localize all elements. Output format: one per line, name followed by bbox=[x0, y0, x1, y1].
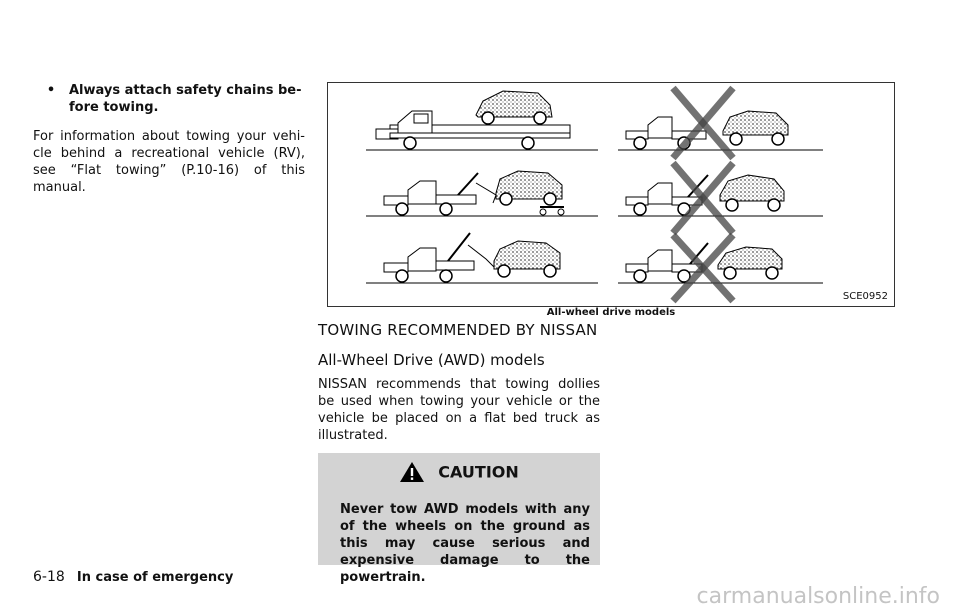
caution-header: CAUTION bbox=[318, 461, 600, 483]
footer-section-title: In case of emergency bbox=[76, 570, 234, 585]
left-column: • Always attach safety chains be-fore to… bbox=[33, 82, 305, 196]
page-number: 6-18 bbox=[33, 569, 65, 585]
caution-box: CAUTION Never tow AWD models with any of… bbox=[318, 453, 600, 585]
caution-text: Never tow AWD models with any of the whe… bbox=[340, 502, 590, 585]
page-footer: 6-18 In case of emergency bbox=[33, 569, 233, 585]
section-heading: TOWING RECOMMENDED BY NISSAN bbox=[318, 321, 598, 339]
not-recommended-tow-2-icon bbox=[618, 160, 823, 236]
towing-figure: SCE0952 bbox=[327, 82, 895, 307]
section-body: NISSAN recommends that towing dollies be… bbox=[318, 377, 600, 443]
watermark: carmanualsonline.info bbox=[696, 584, 940, 609]
not-recommended-tow-3-icon bbox=[618, 232, 823, 304]
wheel-lift-truck-icon bbox=[366, 232, 598, 284]
flatbed-truck-icon bbox=[366, 110, 598, 151]
figure-caption: All-wheel drive models bbox=[546, 307, 676, 318]
warning-icon bbox=[400, 462, 425, 482]
figure-code: SCE0952 bbox=[842, 291, 888, 302]
bullet-text: Always attach safety chains be-fore towi… bbox=[69, 83, 302, 115]
caution-title: CAUTION bbox=[438, 462, 519, 482]
rv-paragraph: For information about towing your vehi-c… bbox=[33, 129, 305, 195]
towing-section: TOWING RECOMMENDED BY NISSAN All-Wheel D… bbox=[318, 320, 600, 444]
wheel-lift-dolly-truck-icon bbox=[366, 170, 598, 217]
not-recommended-tow-1-icon bbox=[618, 85, 823, 161]
suv-icon bbox=[475, 90, 553, 125]
safety-bullet: • Always attach safety chains be-fore to… bbox=[33, 82, 305, 116]
bullet-dot: • bbox=[46, 83, 56, 98]
section-subheading: All-Wheel Drive (AWD) models bbox=[318, 351, 545, 369]
towing-illustration bbox=[366, 85, 823, 304]
